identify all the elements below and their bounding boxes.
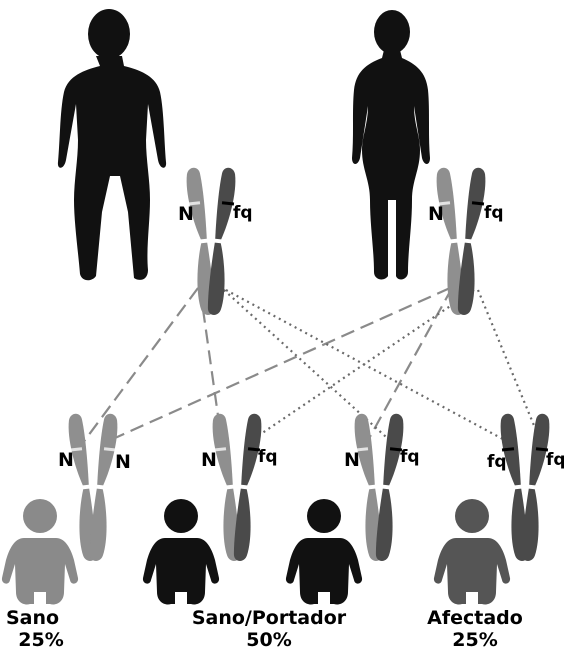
- healthy-baby-icon: [2, 499, 78, 605]
- outcome-affected-percent: 25%: [420, 629, 530, 651]
- child1-allele-right-label: N: [115, 451, 131, 473]
- outcome-healthy-label: Sano: [6, 607, 76, 629]
- outcome-healthy-percent: 25%: [6, 629, 76, 651]
- mother-normal-to-child3: [366, 288, 452, 444]
- father-allele-normal-label: N: [178, 203, 194, 225]
- father-mutant-to-child4: [226, 290, 512, 444]
- outcome-affected: Afectado 25%: [420, 607, 530, 651]
- child2-chromosome: [210, 413, 263, 562]
- child2-allele-right-label: fq: [258, 447, 278, 467]
- father-allele-mutant-label: fq: [233, 203, 253, 223]
- child3-chromosome: [352, 413, 405, 562]
- child2-allele-left-label: N: [201, 449, 217, 471]
- carrier-baby-icon: [143, 499, 219, 605]
- outcome-healthy: Sano 25%: [6, 607, 76, 651]
- outcome-carrier: Sano/Portador 50%: [184, 607, 354, 651]
- outcome-affected-label: Afectado: [420, 607, 530, 629]
- child4-allele-left-label: fq: [487, 452, 507, 472]
- child1-chromosome: [66, 413, 119, 562]
- child4-allele-right-label: fq: [546, 450, 564, 470]
- carrier-baby-icon: [286, 499, 362, 605]
- inheritance-lines: [82, 288, 540, 446]
- child1-allele-left-label: N: [58, 449, 74, 471]
- mother-chromosome: [434, 167, 487, 316]
- affected-baby-icon: [434, 499, 510, 605]
- mother-silhouette: [352, 10, 430, 279]
- father-chromosome: [184, 167, 237, 316]
- child3-allele-left-label: N: [344, 449, 360, 471]
- mother-allele-mutant-label: fq: [484, 203, 504, 223]
- outcome-carrier-percent: 50%: [184, 629, 354, 651]
- father-silhouette: [58, 9, 166, 280]
- outcome-carrier-label: Sano/Portador: [184, 607, 354, 629]
- child4-chromosome: [498, 413, 551, 562]
- child3-allele-right-label: fq: [400, 447, 420, 467]
- father-normal-to-child1: [82, 288, 198, 444]
- mother-allele-normal-label: N: [428, 203, 444, 225]
